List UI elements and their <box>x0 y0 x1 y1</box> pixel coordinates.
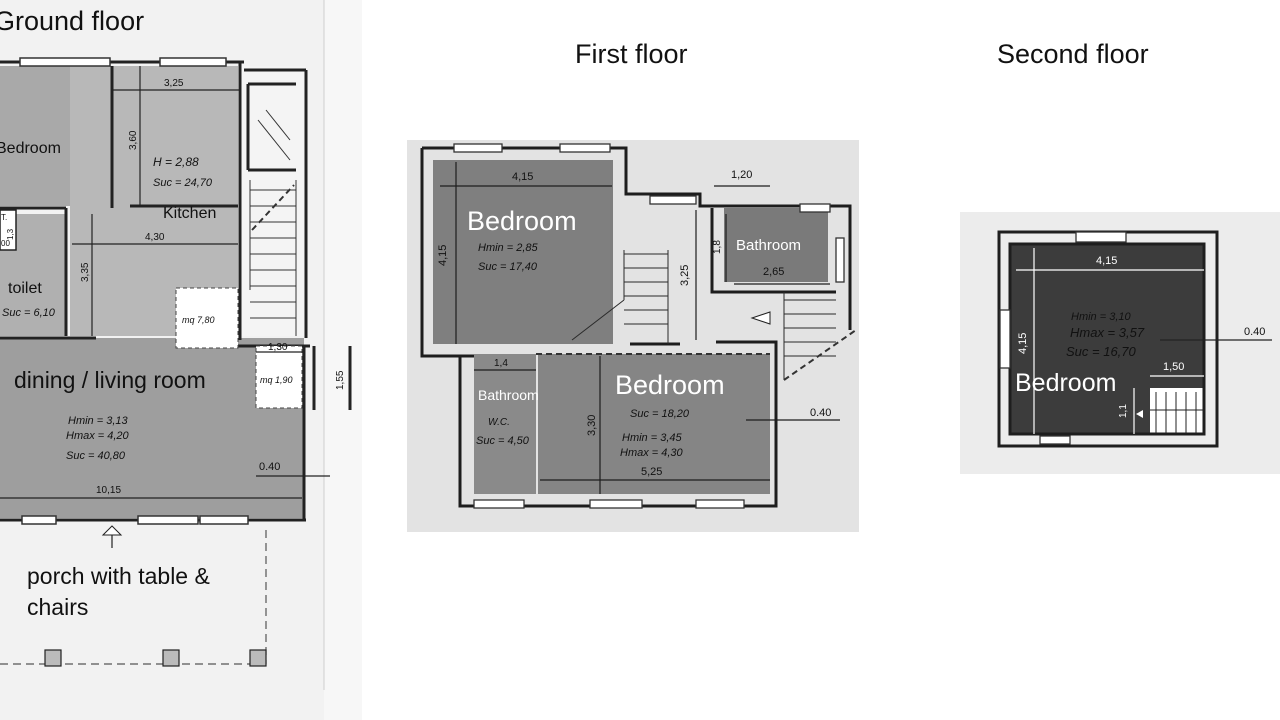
second-hmax: Hmax = 3,57 <box>1070 325 1145 340</box>
dimension-label: 4,15 <box>1017 333 1029 354</box>
living-area-text: Suc = 40,80 <box>66 450 126 462</box>
porch-post <box>44 649 62 667</box>
porch-label-line1: porch with table & <box>27 563 210 589</box>
first-bathroom-bottom-label: Bathroom <box>478 387 539 403</box>
dimension-label: 1,50 <box>1163 361 1184 373</box>
dimension-label: 1,1 <box>1118 404 1129 418</box>
porch-label-line2: chairs <box>27 594 88 620</box>
second-area: Suc = 16,70 <box>1066 344 1137 359</box>
area-mark: mq 7,80 <box>182 315 215 325</box>
dimension-label: 0.40 <box>259 461 280 473</box>
living-hmin: Hmin = 3,13 <box>68 415 128 427</box>
first-bedroom-1-area: Suc = 17,40 <box>478 261 538 273</box>
dimension-label: 1,30 <box>268 342 288 353</box>
first-bedroom-2-area: Suc = 18,20 <box>630 408 690 420</box>
porch-post <box>162 649 180 667</box>
living-room-area <box>0 338 304 518</box>
second-hmin: Hmin = 3,10 <box>1071 311 1131 323</box>
small-label: 00 <box>1 239 10 248</box>
kitchen-height: H = 2,88 <box>153 155 199 169</box>
dimension-label: 0.40 <box>810 407 831 419</box>
dimension-label: 10,15 <box>96 485 121 496</box>
toilet-area-text: Suc = 6,10 <box>2 307 56 319</box>
living-room-label: dining / living room <box>14 367 206 393</box>
dimension-label: 3,60 <box>128 130 139 150</box>
porch-post <box>249 649 267 667</box>
second-bedroom-label: Bedroom <box>1015 369 1116 397</box>
toilet-label: toilet <box>8 280 42 297</box>
first-bedroom-1-hmin: Hmin = 2,85 <box>478 242 538 254</box>
dimension-label: 1,8 <box>712 240 723 254</box>
first-bedroom-2-hmax: Hmax = 4,30 <box>620 447 684 459</box>
small-label: T. <box>1 213 7 222</box>
kitchen-area-text: Suc = 24,70 <box>153 177 213 189</box>
first-bathroom-top-label: Bathroom <box>736 237 801 254</box>
kitchen-label: Kitchen <box>163 205 216 222</box>
dimension-label: 3,30 <box>586 415 598 436</box>
small-label: 1,3 <box>6 228 15 240</box>
dimension-label: 4,15 <box>1096 255 1117 267</box>
dimension-label: 3,25 <box>164 78 184 89</box>
dimension-label: 4,30 <box>145 232 165 243</box>
second-floor-title: Second floor <box>997 39 1149 69</box>
ground-bedroom-label: Bedroom <box>0 140 61 157</box>
dimension-label: 0.40 <box>1244 326 1265 338</box>
dimension-label: 4,15 <box>512 171 533 183</box>
first-bedroom-2-hmin: Hmin = 3,45 <box>622 432 682 444</box>
dimension-label: 5,25 <box>641 466 662 478</box>
dimension-label: 1,20 <box>731 169 752 181</box>
first-bathroom-area: Suc = 4,50 <box>476 435 530 447</box>
living-hmax: Hmax = 4,20 <box>66 430 130 442</box>
dimension-label: 2,65 <box>763 266 784 278</box>
wc-label: W.C. <box>488 417 510 428</box>
dimension-label: 3,35 <box>80 262 91 282</box>
dimension-label: 4,15 <box>437 245 449 266</box>
ground-floor-title: Ground floor <box>0 6 145 36</box>
first-bedroom-1-label: Bedroom <box>467 206 577 236</box>
area-mark: mq 1,90 <box>260 375 293 385</box>
dimension-label: 3,25 <box>679 265 691 286</box>
dimension-label: 1,55 <box>335 370 346 390</box>
first-floor-title: First floor <box>575 39 688 69</box>
dimension-label: 1,4 <box>494 358 508 369</box>
first-bedroom-2-label: Bedroom <box>615 370 725 400</box>
